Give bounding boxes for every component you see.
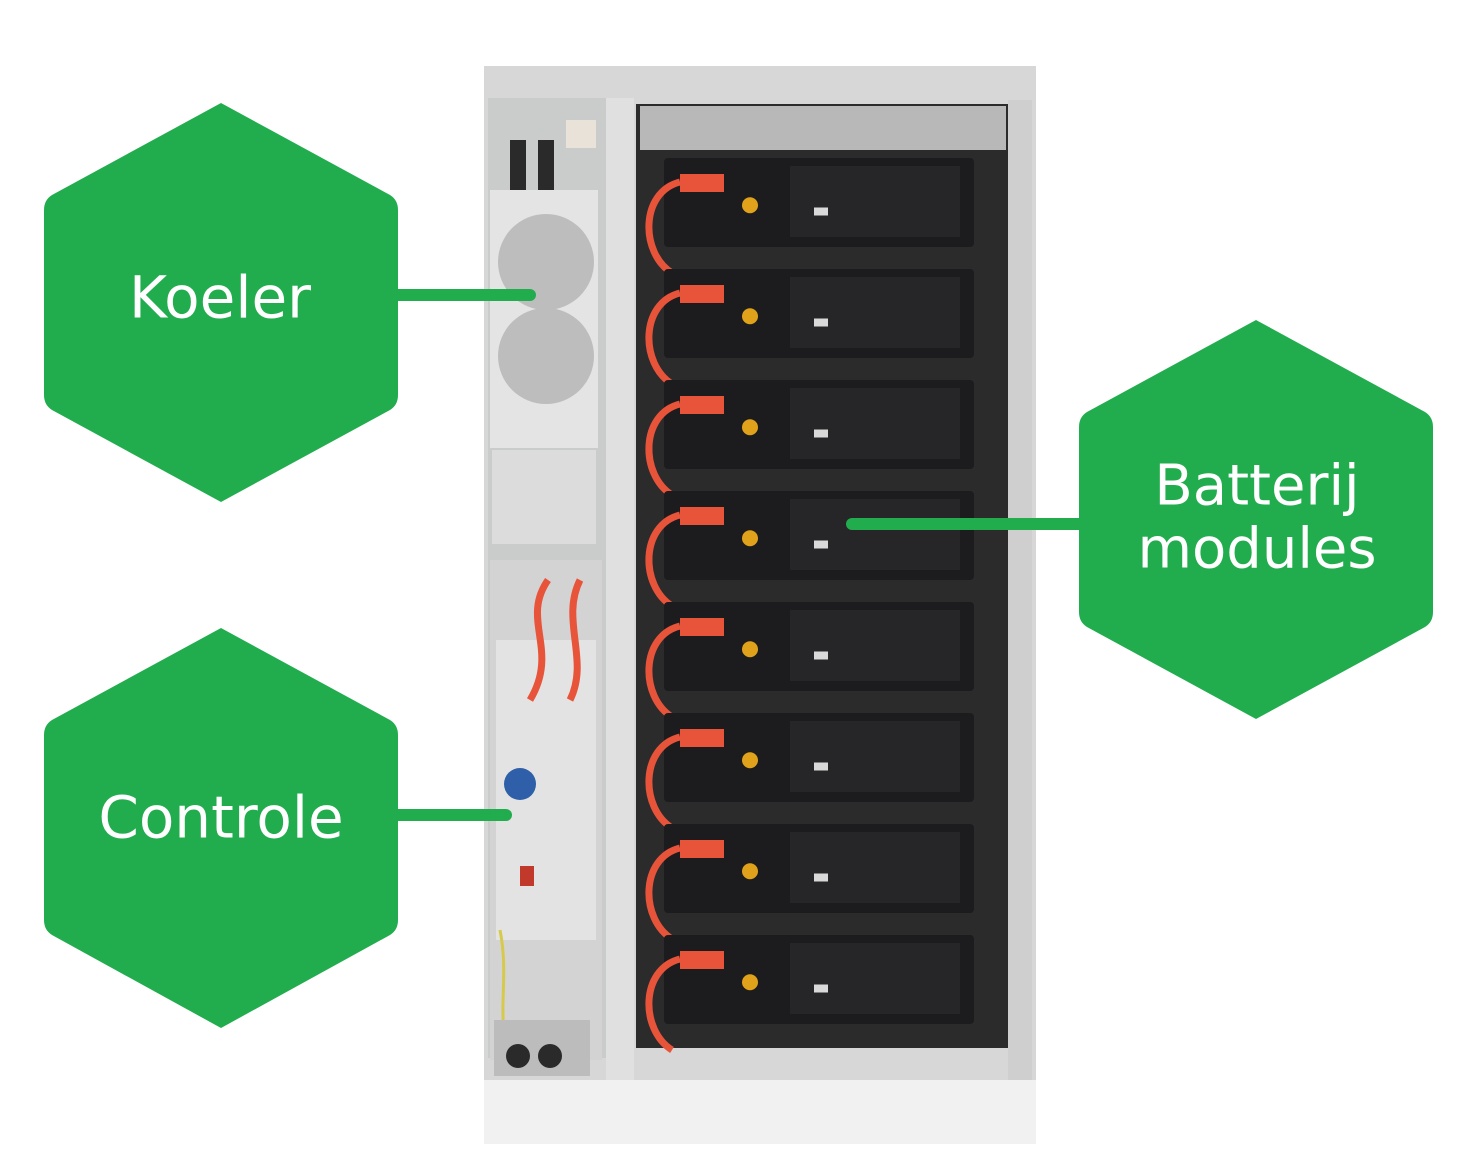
battery-module-cable [645,178,682,276]
battery-module-face [790,832,960,903]
control-port-1 [506,1044,530,1068]
batterij-hexagon [1079,320,1433,719]
battery-module-face [790,277,960,348]
battery-module-tag [814,318,828,327]
battery-module-face [790,943,960,1014]
battery-module-fuse [742,308,758,325]
battery-module-connector [680,507,724,525]
koeler-hexagon [44,103,398,502]
battery-module-fuse [742,641,758,658]
battery-module-cable [645,622,682,720]
battery-module [645,713,974,831]
control-port-2 [538,1044,562,1068]
battery-module [645,380,974,498]
battery-module-fuse [742,197,758,214]
callout-hexagons [44,103,1433,1028]
battery-module-tag [814,651,828,660]
control-panel [490,560,602,1076]
controle-hexagon [44,628,398,1028]
battery-module-tag [814,429,828,438]
cooler-connector-right [538,140,554,190]
cabinet-base [484,1080,1036,1144]
battery-module-face [790,499,960,570]
battery-module-fuse [742,752,758,769]
battery-module [645,491,974,609]
cabinet [484,66,1036,1144]
battery-modules [645,158,974,1053]
control-blue-knob [504,768,536,800]
battery-module-face [790,388,960,459]
battery-module-cable [645,733,682,831]
battery-module-tag [814,762,828,771]
cooler-connector-left [510,140,526,190]
right-frame-rail [1008,100,1032,1080]
battery-module-fuse [742,530,758,547]
control-red-switch [520,866,534,886]
battery-module-connector [680,840,724,858]
cooler-top-block [566,120,596,148]
battery-module-fuse [742,863,758,880]
battery-module [645,158,974,276]
battery-module-fuse [742,974,758,991]
battery-module-tag [814,873,828,882]
battery-module-cable [645,511,682,609]
cooler-fan-bottom [498,308,594,404]
cooler-lower-box [492,450,596,544]
battery-module-face [790,166,960,237]
center-divider [606,98,634,1080]
battery-module-tag [814,540,828,549]
battery-module-cable [645,289,682,387]
battery-module-tag [814,207,828,216]
battery-module [645,269,974,387]
callout-connectors [384,289,1096,821]
battery-module-connector [680,729,724,747]
battery-module-connector [680,174,724,192]
battery-module [645,824,974,942]
control-cable-2 [566,578,584,702]
battery-module [645,935,974,1053]
cooler-unit [490,120,598,544]
battery-module-cable [645,400,682,498]
battery-module-connector [680,396,724,414]
battery-module-cable [645,844,682,942]
battery-module-face [790,610,960,681]
battery-module-fuse [742,419,758,436]
battery-module-tag [814,984,828,993]
battery-module-connector [680,618,724,636]
battery-module-cable [645,955,682,1053]
battery-compartment-top [640,106,1006,150]
battery-module-connector [680,285,724,303]
control-cable-1 [526,577,551,702]
cooler-fan-top [498,214,594,310]
battery-module-connector [680,951,724,969]
battery-module-face [790,721,960,792]
battery-module [645,602,974,720]
